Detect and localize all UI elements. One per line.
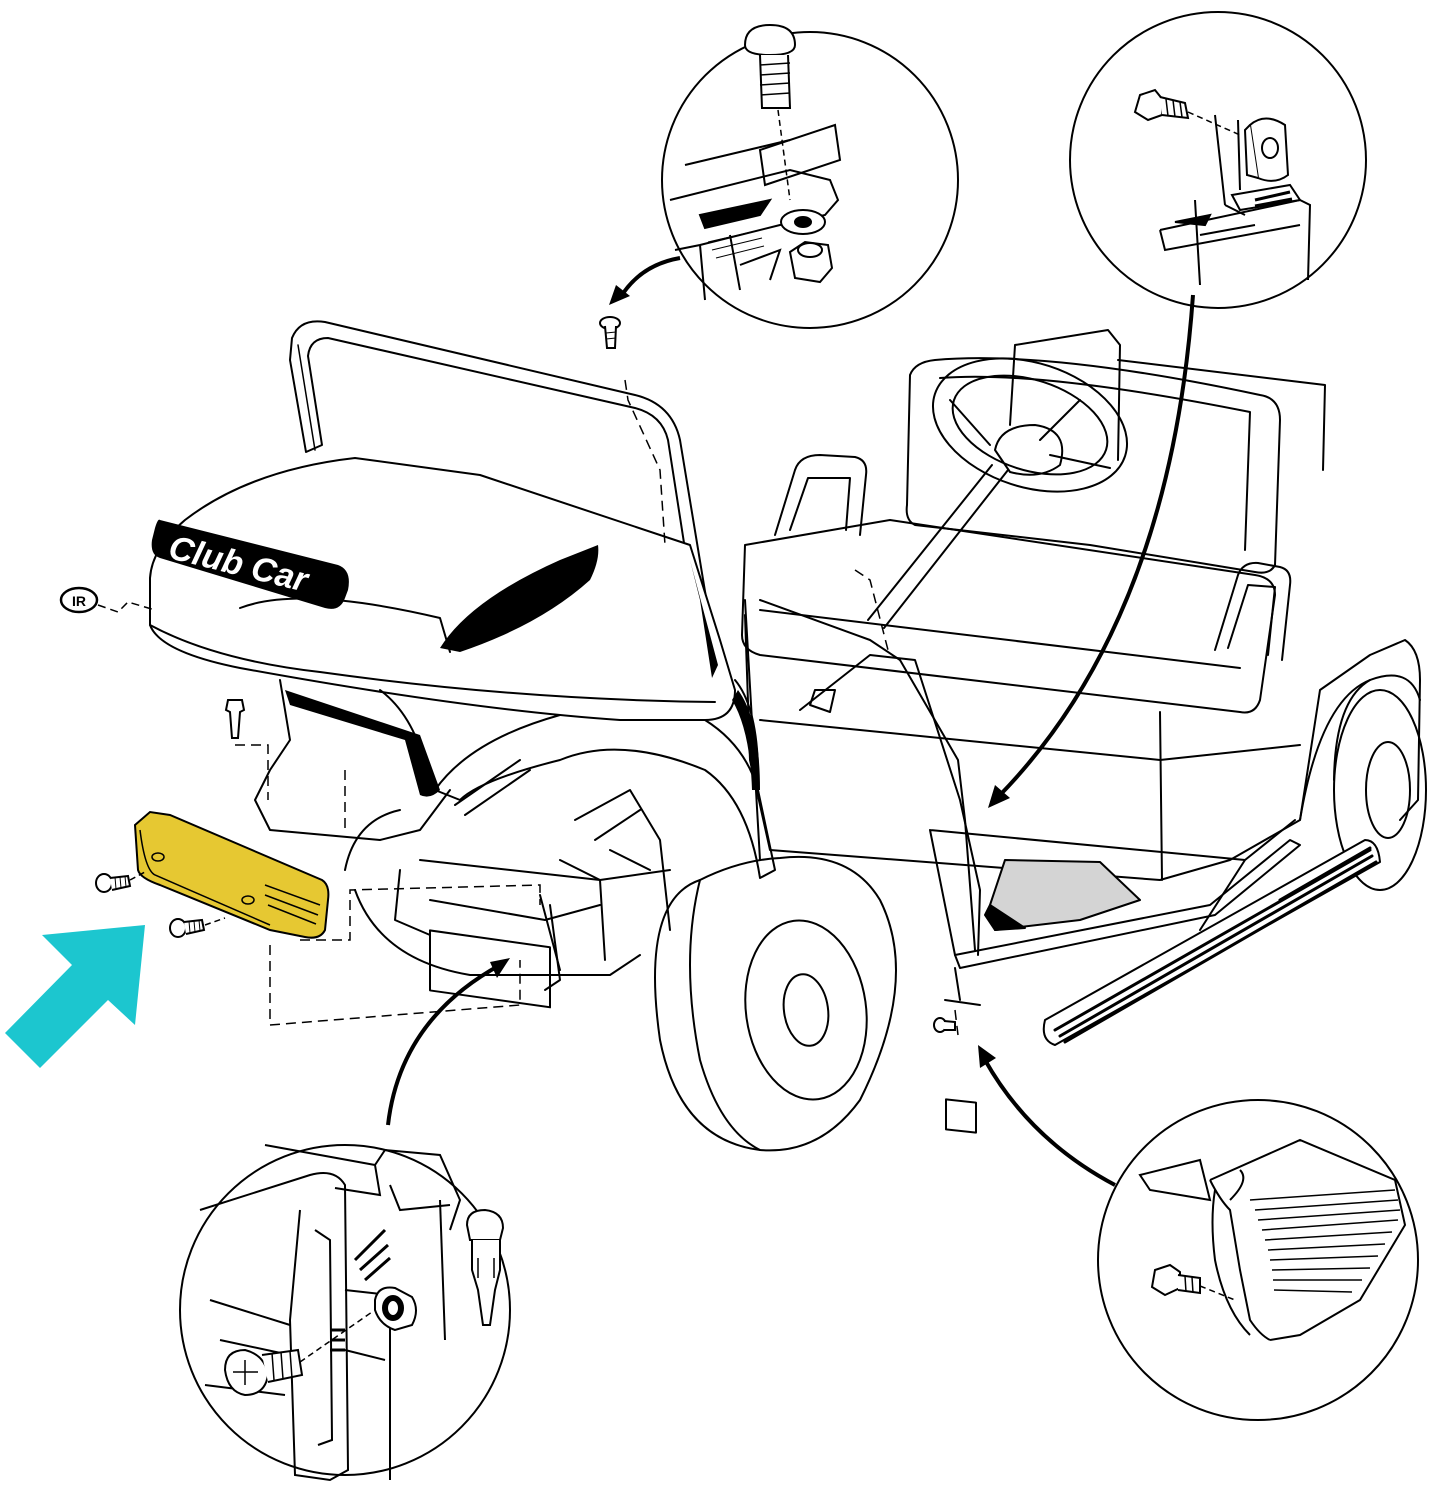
front-fender <box>434 714 776 879</box>
windshield-shadow <box>690 560 718 678</box>
cowl-front-line <box>759 599 901 661</box>
fender-edge-shadow <box>732 690 760 790</box>
body-side-panel <box>744 614 1421 881</box>
leader-arrow-3 <box>386 963 501 1126</box>
body-lower-line <box>759 719 1301 761</box>
sill-screw <box>933 1017 956 1033</box>
steering-column <box>867 464 1009 629</box>
front-bumper-highlighted[interactable] <box>133 810 330 939</box>
svg-text:IR: IR <box>72 593 86 609</box>
fender-shadow <box>285 690 440 797</box>
leader-arrow-1 <box>618 256 681 300</box>
front-wheel <box>654 855 897 1152</box>
body-rear-arch <box>1299 674 1421 821</box>
fender-inner <box>254 679 451 841</box>
seat-back-inner <box>939 375 1251 551</box>
callout-bumper-mount <box>179 1144 511 1482</box>
callout-windshield-bolt <box>661 23 959 329</box>
floor-mat-dark <box>984 904 1026 931</box>
right-armrest <box>1214 561 1292 661</box>
ir-logo: IR <box>59 586 99 614</box>
cart-body <box>149 320 1427 1152</box>
hood-vent <box>440 545 599 652</box>
bumper-screw-2 <box>169 918 206 938</box>
front-axle-bracket <box>429 929 551 1009</box>
leader-arrow-4 <box>983 1059 1116 1187</box>
steering-wheel <box>931 357 1129 493</box>
seat-cushion <box>741 519 1276 714</box>
front-frame <box>394 859 671 971</box>
bumper-screw-1 <box>95 873 132 893</box>
dash-bracket <box>809 689 836 713</box>
callout-seat-clip <box>1069 11 1367 309</box>
rear-wheel <box>1333 689 1427 891</box>
front-wheel-rim <box>744 919 868 1101</box>
frame-lower <box>344 809 641 976</box>
hood <box>149 457 736 721</box>
left-armrest <box>774 454 868 536</box>
callout-rocker-panel <box>1097 1099 1419 1421</box>
steering-wheel-inner <box>951 374 1109 476</box>
sill-plate <box>954 839 1301 969</box>
cyan-pointer-arrow <box>5 925 145 1068</box>
seat-back <box>905 357 1281 574</box>
rear-seat-frame <box>1009 329 1326 471</box>
seat-cushion-front <box>759 609 1241 669</box>
leader-arrow-2 <box>998 294 1195 797</box>
front-wheel-hub <box>782 973 830 1047</box>
rear-wheel-hub <box>1365 741 1411 839</box>
cowl-pillar <box>799 654 981 956</box>
logo-leader-line <box>97 601 156 613</box>
leaf-spring <box>454 759 531 816</box>
body-rear-vertical <box>1159 711 1163 881</box>
bumper-screws <box>95 873 206 938</box>
push-rivet <box>224 699 246 739</box>
assembly-lines <box>235 379 959 1036</box>
hood-dark-details <box>285 545 760 797</box>
hood-lower-edge <box>149 624 716 703</box>
kick-panel <box>899 659 976 951</box>
control-arm <box>574 789 671 931</box>
steering-hub <box>994 424 1064 476</box>
windshield-bolt-small <box>599 316 621 349</box>
